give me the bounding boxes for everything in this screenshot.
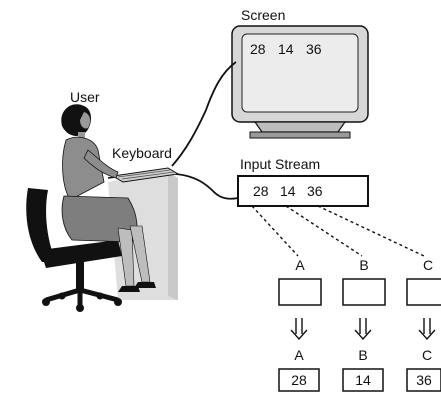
screen-value: 36 [306,41,322,57]
variable-name-a: A [295,257,305,273]
stream-connectors [251,205,425,257]
monitor-cable [171,61,237,167]
input-stream-box [237,175,369,207]
variable-value-b: 14 [355,372,371,388]
stream-value: 36 [307,183,323,199]
variable-name-a: A [294,347,304,363]
variable-name-c: C [421,347,433,363]
variable-name-b: B [359,257,369,273]
value-box-b [342,368,384,392]
variable-value-c: 36 [416,372,432,388]
keyboard-label: Keyboard [112,145,172,161]
screen-label: Screen [241,7,286,23]
variable-box-b [342,278,386,306]
down-arrow-icon [290,318,436,341]
monitor-icon [231,25,369,139]
stream-value: 14 [280,183,296,199]
variable-value-a: 28 [291,372,307,388]
value-box-c [406,368,441,392]
value-box-a [278,368,320,392]
person-at-keyboard-icon [61,104,156,292]
screen-value: 28 [250,41,266,57]
variable-box-a [278,278,322,306]
stream-value: 28 [253,183,269,199]
variable-name-b: B [358,347,368,363]
chair-icon [26,188,122,312]
variable-box-c [406,278,441,306]
screen-value: 14 [278,41,294,57]
keyboard-cable [175,173,239,200]
user-label: User [70,89,100,105]
input-stream-label: Input Stream [240,156,321,172]
variable-name-c: C [422,257,434,273]
